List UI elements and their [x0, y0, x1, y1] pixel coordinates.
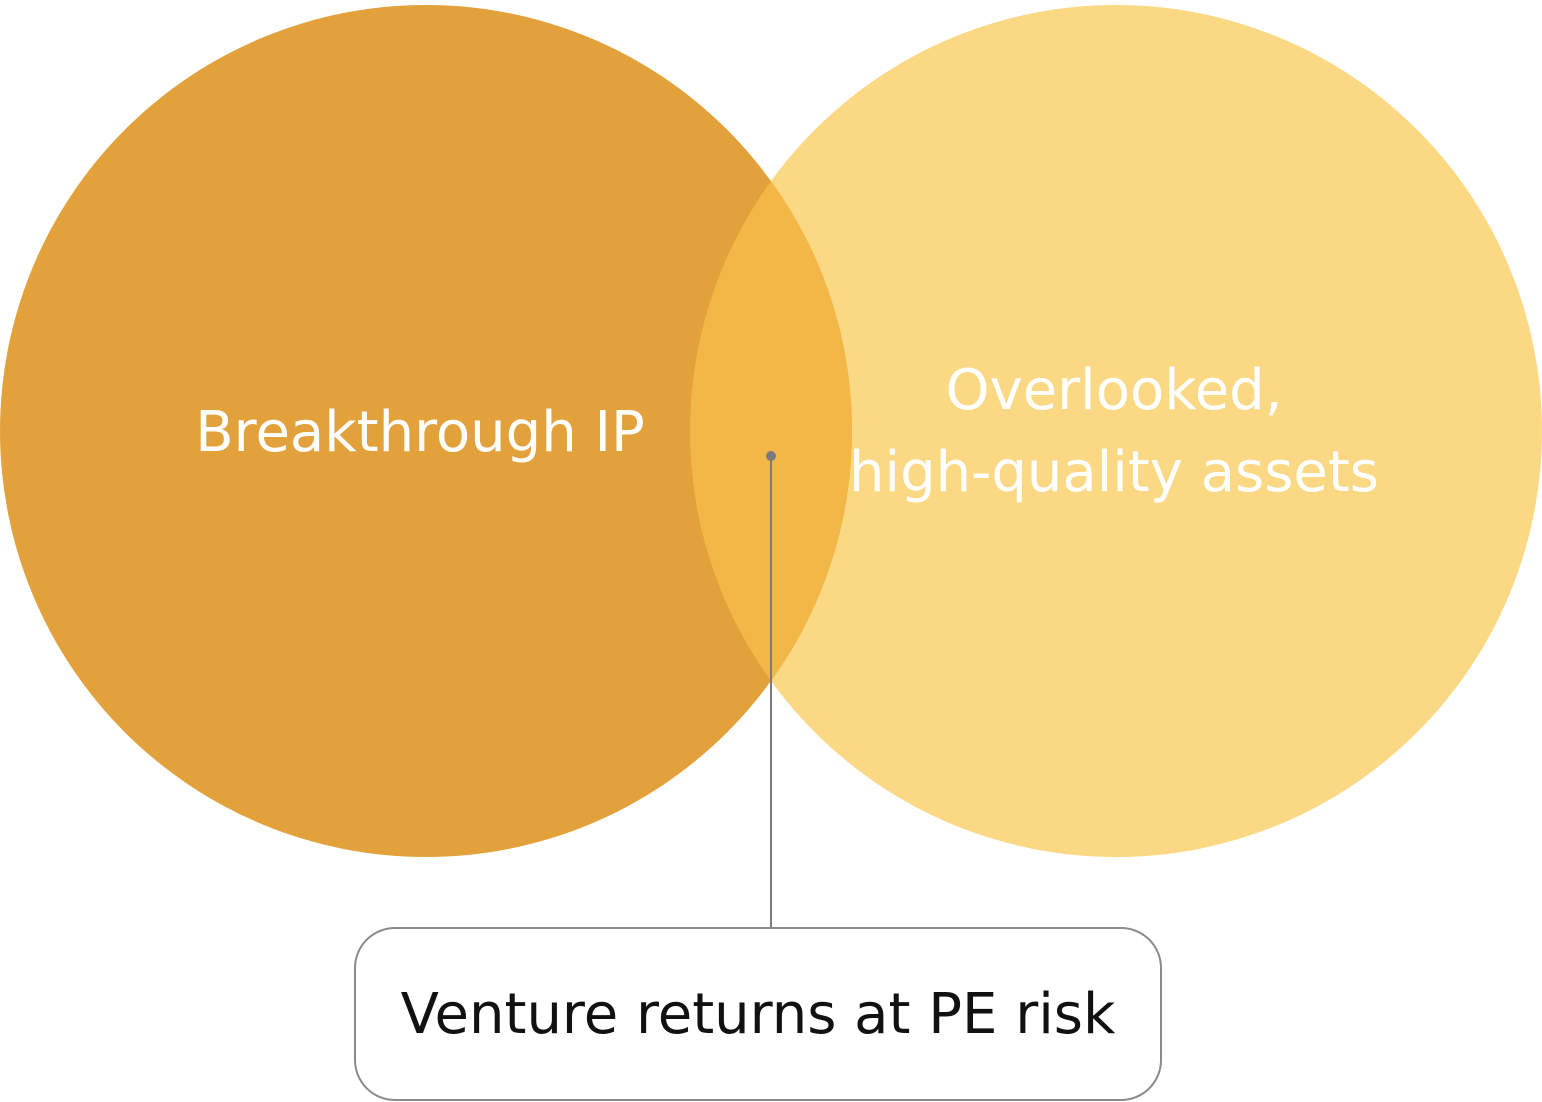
right-circle-label-line1: Overlooked, [945, 358, 1282, 423]
callout-text: Venture returns at PE risk [401, 982, 1116, 1047]
right-circle-label-line2: high-quality assets [849, 440, 1379, 505]
right-circle [690, 5, 1542, 857]
left-circle [0, 5, 852, 857]
callout-connector-dot [766, 451, 776, 461]
callout-box [354, 927, 1162, 1101]
left-circle-label: Breakthrough IP [195, 400, 645, 465]
